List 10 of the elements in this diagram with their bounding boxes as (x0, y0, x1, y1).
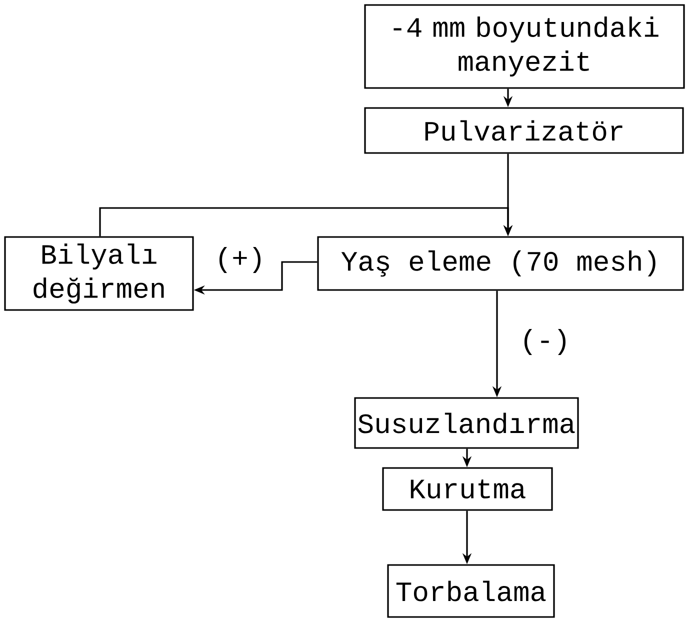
process-box: Susuzlandırma (354, 397, 579, 449)
edge-label: (+) (214, 246, 266, 274)
process-box: Bilyalı değirmen (4, 236, 194, 311)
process-box: Torbalama (387, 564, 555, 618)
process-box: Pulvarizatör (364, 107, 684, 154)
process-box: -4 mm boyutundaki manyezit (364, 4, 685, 89)
edge-label: (-) (518, 328, 572, 356)
process-box: Kurutma (382, 467, 553, 511)
process-box: Yaş eleme (70 mesh) (317, 236, 684, 291)
arrow (99, 207, 513, 236)
